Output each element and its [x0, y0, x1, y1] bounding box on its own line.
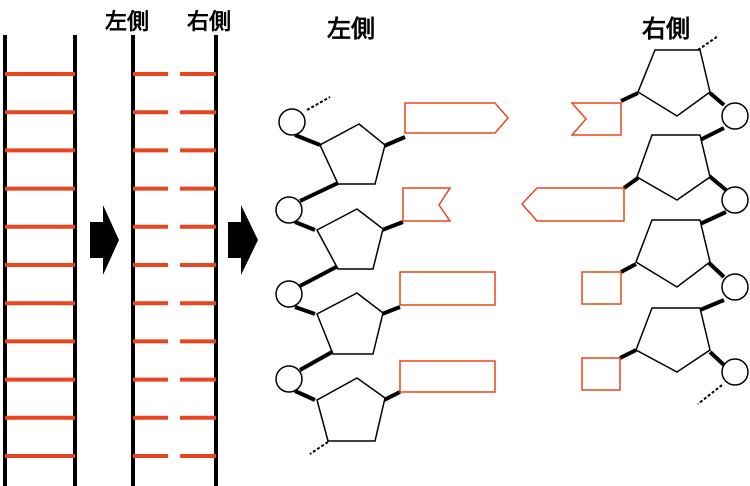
sugar-pentagon — [635, 219, 711, 288]
phosphate-node — [275, 196, 303, 224]
right-bases — [520, 102, 625, 391]
right-arrow-icon — [228, 205, 258, 275]
base-rectangle — [581, 357, 621, 391]
sugar-pentagon — [636, 134, 711, 201]
left-backbone — [294, 96, 406, 455]
right-sugars — [635, 49, 711, 373]
base-arrow-tip — [520, 187, 625, 222]
sugar-pentagon — [637, 49, 711, 117]
phosphate-node — [275, 280, 303, 308]
left-sugars — [315, 123, 386, 442]
base-notch — [402, 187, 452, 222]
label-ladder-right: 右側 — [187, 10, 231, 35]
label-strand-left: 左側 — [327, 15, 375, 43]
base-rectangle — [399, 271, 496, 306]
right-phosphates — [721, 102, 749, 386]
right-arrow-icon — [90, 205, 119, 275]
base-notch — [570, 102, 622, 136]
intact-ladder — [3, 35, 77, 486]
sugar-pentagon — [315, 208, 384, 270]
right-backbone — [619, 35, 728, 405]
phosphate-node — [721, 102, 749, 130]
right-strand: 右側 — [520, 15, 749, 405]
phosphate-node — [721, 358, 749, 386]
left-phosphates — [275, 108, 306, 393]
split-rungs — [133, 72, 216, 458]
phosphate-node — [721, 186, 749, 214]
phosphate-node — [721, 273, 749, 301]
phosphate-node — [278, 108, 306, 136]
base-rectangle — [399, 360, 496, 393]
sugar-pentagon — [316, 292, 384, 355]
label-strand-right: 右側 — [642, 15, 690, 43]
left-strand: 左側 — [275, 15, 509, 455]
label-ladder-left: 左側 — [105, 9, 149, 35]
sugar-pentagon — [635, 307, 711, 373]
left-bases — [399, 102, 509, 393]
sugar-pentagon — [319, 123, 386, 185]
base-rectangle — [581, 271, 622, 305]
ladder-rungs — [5, 72, 75, 458]
phosphate-node — [275, 365, 303, 393]
base-arrow-tip — [404, 102, 509, 134]
sugar-pentagon — [316, 377, 386, 442]
split-ladder: 左側 右側 — [105, 9, 231, 486]
